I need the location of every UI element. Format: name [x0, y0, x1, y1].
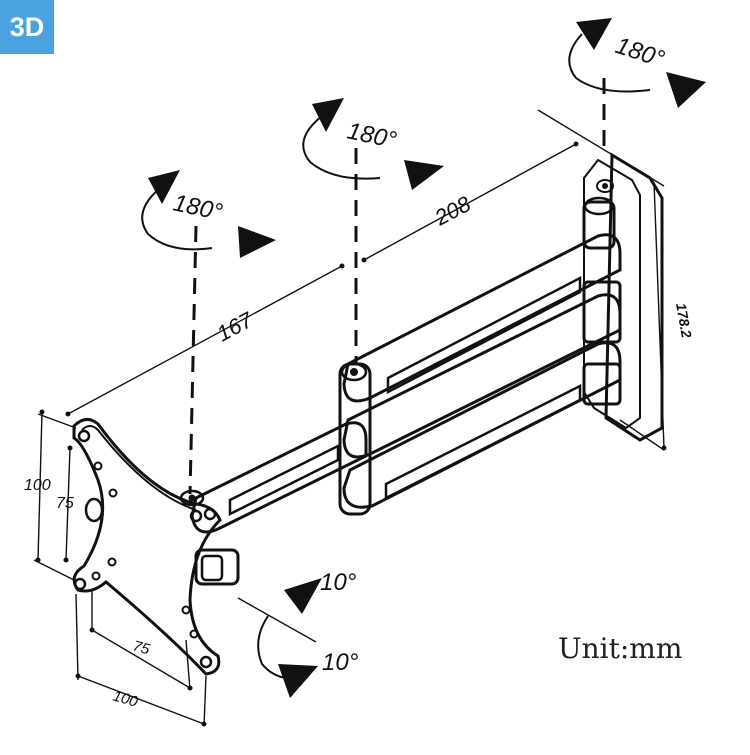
arrow-head-icon — [576, 18, 612, 50]
dim-line-75-vertical — [65, 447, 71, 561]
vesa-plate — [72, 418, 222, 676]
arrow-head-icon — [284, 578, 322, 614]
unit-note: Unit:mm — [558, 632, 682, 665]
dimension-label-vesa-width-outer: 100 — [111, 688, 140, 711]
arrow-head-icon — [278, 664, 318, 698]
3d-badge: 3D — [0, 0, 54, 54]
rotation-axes — [188, 78, 606, 495]
arrow-head-icon — [312, 98, 344, 132]
dimension-label-208: 208 — [430, 191, 476, 231]
tilt-label-up: 10° — [320, 569, 357, 596]
dimension-dots — [35, 141, 667, 727]
dim-line-100-vertical — [37, 411, 43, 561]
arrow-head-icon — [148, 170, 180, 204]
rotation-arrow-left — [141, 170, 276, 258]
dim-line-167 — [67, 265, 343, 415]
rotation-arrow-right — [568, 18, 706, 108]
dimension-label-vesa-width-inner: 75 — [131, 638, 152, 659]
dim-line-100-horizontal — [77, 675, 205, 725]
dim-line-178 — [653, 181, 665, 449]
rotation-label-right: 180° — [612, 32, 668, 73]
dimension-label-167: 167 — [213, 307, 258, 347]
upper-arm — [338, 233, 622, 516]
rear-knob — [84, 497, 104, 523]
lower-arm — [84, 421, 368, 586]
arrow-head-icon — [238, 226, 276, 258]
dimension-lines — [33, 109, 665, 727]
head-pivot-icon — [188, 494, 196, 502]
dimension-label-vesa-height-inner: 75 — [56, 495, 74, 512]
rotation-label-middle: 180° — [345, 117, 400, 154]
rotation-label-left: 180° — [171, 189, 226, 226]
arrow-head-icon — [404, 160, 444, 190]
dimension-label-vesa-height-outer: 100 — [24, 477, 51, 494]
tilt-arrow — [257, 578, 322, 698]
arrow-head-icon — [666, 72, 706, 108]
dim-line-75-horizontal — [91, 629, 191, 689]
dimension-label-178: 178.2 — [673, 302, 695, 339]
middle-pivot-icon — [350, 368, 358, 376]
tilt-label-down: 10° — [322, 649, 359, 676]
wall-screw-hole-icon — [596, 179, 614, 193]
dim-line-208 — [363, 143, 577, 261]
rotation-arrow-middle — [302, 98, 444, 190]
